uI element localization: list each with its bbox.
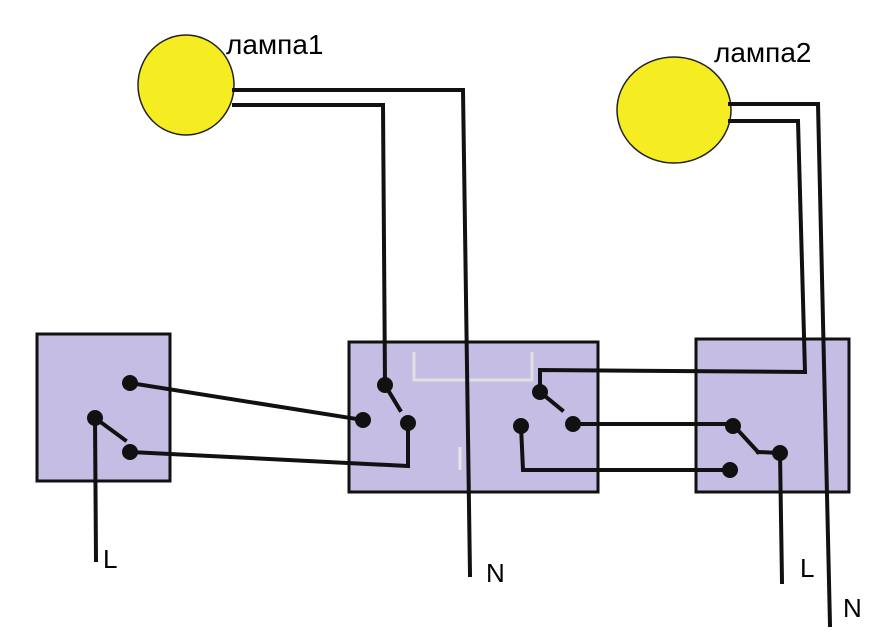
- terminal-dot: [725, 418, 741, 434]
- terminal-dot: [400, 415, 416, 431]
- terminal-dot: [122, 444, 138, 460]
- label-left-phase: L: [103, 544, 117, 574]
- lamp-2-bulb: [616, 56, 732, 164]
- label-right-neutral: N: [843, 593, 862, 623]
- wire-right-phase: [777, 450, 785, 585]
- wire-left-top-to-center: [127, 380, 366, 423]
- wire-lamp2-neutral: [728, 102, 833, 628]
- terminal-dot: [87, 410, 103, 426]
- wire-center-to-right-bottom: [518, 423, 732, 472]
- lamp-1-bulb: [137, 34, 235, 136]
- terminal-dot: [122, 375, 138, 391]
- wires: [92, 88, 833, 628]
- terminal-dot: [772, 445, 788, 461]
- terminal-dot: [377, 377, 393, 393]
- switch-box-left: [35, 332, 172, 483]
- lamp-2: лампа2: [616, 37, 811, 164]
- lamp-1-label: лампа1: [226, 29, 323, 60]
- terminal-dot: [565, 416, 581, 432]
- wire-left-bottom-to-center: [127, 421, 410, 469]
- wire-left-phase: [92, 415, 99, 563]
- center-box-internal-outline: [412, 352, 534, 382]
- terminal-dot: [355, 412, 371, 428]
- wire-lamp1-neutral: [232, 88, 473, 578]
- label-right-phase: L: [800, 553, 814, 583]
- terminal-dot: [513, 418, 529, 434]
- terminal-dot: [532, 384, 548, 400]
- wire-lamp2-switch: [728, 119, 808, 375]
- terminal-dot: [722, 462, 738, 478]
- lamp-1: лампа1: [137, 29, 323, 136]
- wire-lamp1-switch: [232, 103, 388, 388]
- label-center-neutral: N: [486, 558, 505, 588]
- terminal-dots: [87, 375, 788, 478]
- lamp-2-label: лампа2: [714, 37, 811, 68]
